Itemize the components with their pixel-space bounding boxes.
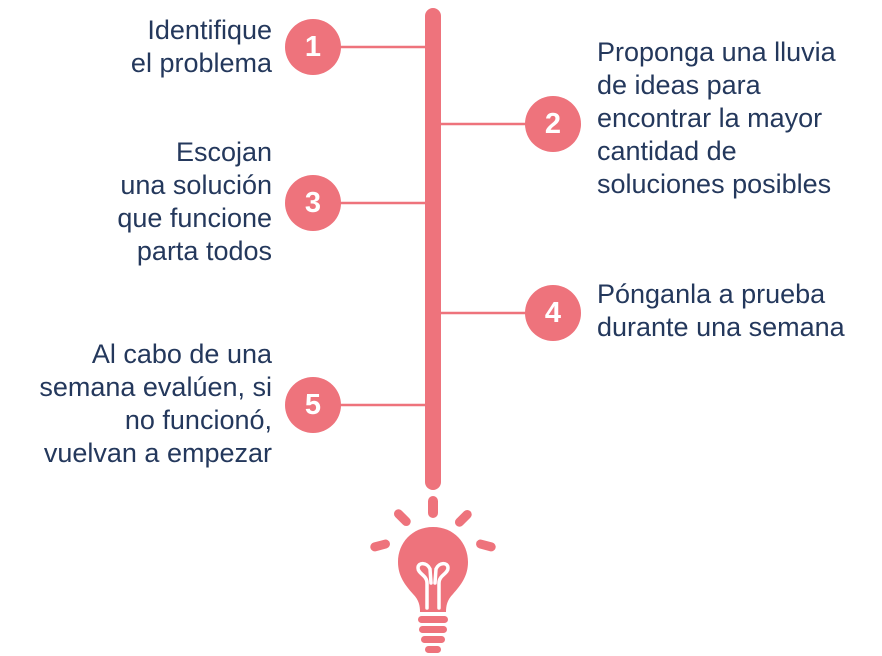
- bulb-base-band-3: [421, 636, 445, 643]
- bulb-base-band-1: [418, 616, 448, 623]
- bulb-glass: [398, 527, 468, 612]
- step-number-2: 2: [525, 96, 581, 152]
- timeline-bar: [425, 8, 441, 490]
- lightbulb-icon: [370, 496, 496, 653]
- step-text-2: Proponga una lluvia de ideas para encont…: [597, 37, 836, 199]
- bulb-ray-top: [428, 496, 438, 518]
- step-text-5: Al cabo de una semana evalúen, si no fun…: [39, 339, 272, 468]
- bulb-filament: [416, 561, 450, 610]
- step-text-1: Identifique el problema: [130, 15, 272, 78]
- step-text-3: Escojan una solución que funcione parta …: [117, 137, 272, 266]
- bulb-base-band-2: [419, 626, 447, 633]
- bulb-ray-upper-right: [454, 509, 472, 527]
- bulb-base-tip: [425, 646, 441, 653]
- step-number-5: 5: [285, 377, 341, 433]
- step-text-4: Pónganla a prueba durante una semana: [597, 279, 845, 342]
- bulb-ray-right: [476, 539, 496, 552]
- bulb-ray-upper-left: [393, 509, 411, 527]
- step-number-1: 1: [285, 19, 341, 75]
- step-number-4: 4: [525, 285, 581, 341]
- bulb-ray-left: [370, 539, 390, 552]
- step-number-3: 3: [285, 175, 341, 231]
